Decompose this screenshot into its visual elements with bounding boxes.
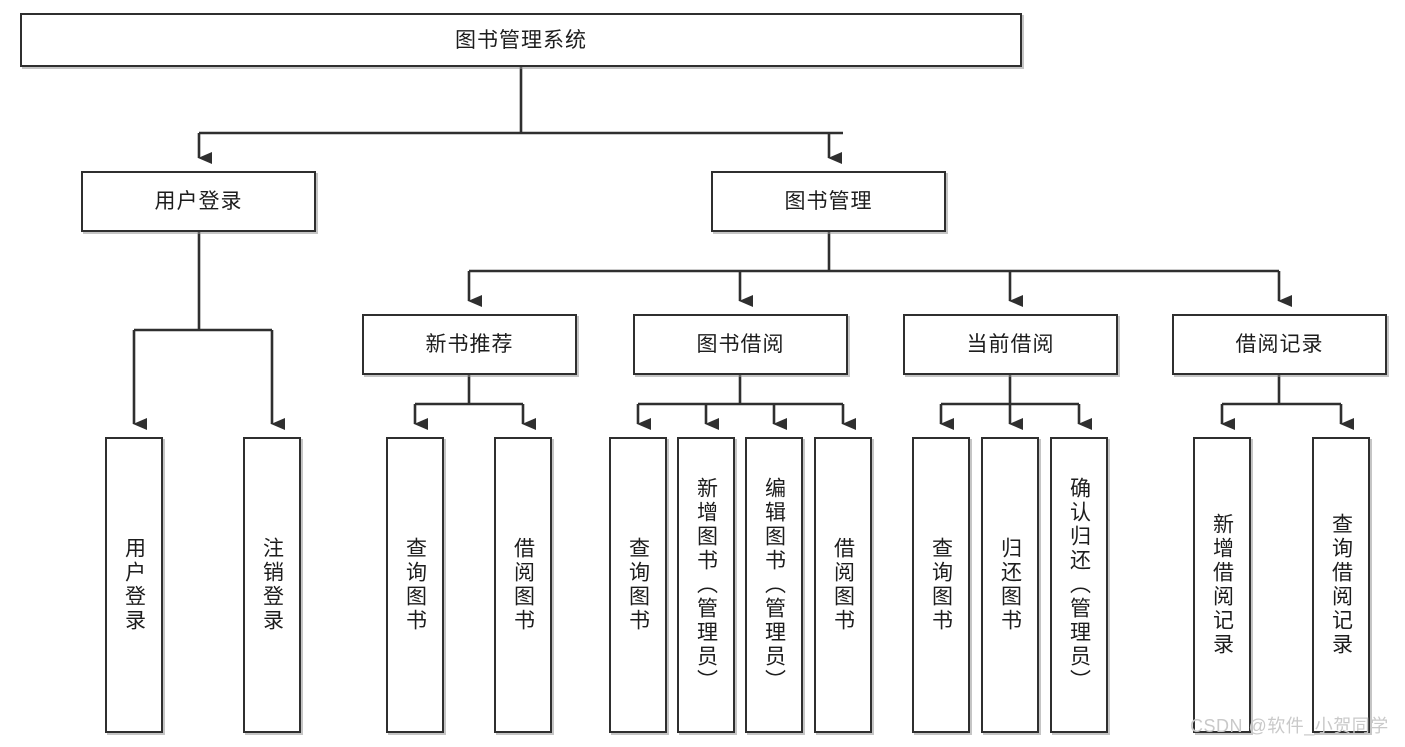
leaf-query-book-b[interactable]: 查询图书 (609, 437, 667, 733)
node-user-login-label: 用户登录 (154, 190, 243, 213)
node-book-manage[interactable]: 图书管理 (711, 171, 946, 232)
leaf-edit-book-label: 编辑图书（管理员） (762, 477, 786, 693)
leaf-confirm-return[interactable]: 确认归还（管理员） (1050, 437, 1108, 733)
node-book-borrow[interactable]: 图书借阅 (633, 314, 848, 375)
leaf-borrow-book-b[interactable]: 借阅图书 (814, 437, 872, 733)
node-borrow-record[interactable]: 借阅记录 (1172, 314, 1387, 375)
leaf-return-book-label: 归还图书 (998, 537, 1022, 633)
node-current-borrow-label: 当前借阅 (966, 333, 1055, 356)
leaf-confirm-return-label: 确认归还（管理员） (1067, 477, 1091, 693)
leaf-borrow-book-b-label: 借阅图书 (831, 537, 855, 633)
leaf-logout[interactable]: 注销登录 (243, 437, 301, 733)
node-root-label: 图书管理系统 (455, 28, 587, 52)
leaf-add-book-label: 新增图书（管理员） (694, 477, 718, 693)
node-new-book-rec-label: 新书推荐 (425, 333, 514, 356)
node-current-borrow[interactable]: 当前借阅 (903, 314, 1118, 375)
leaf-add-record-label: 新增借阅记录 (1210, 513, 1234, 657)
leaf-query-book-a-label: 查询图书 (403, 537, 427, 633)
node-new-book-rec[interactable]: 新书推荐 (362, 314, 577, 375)
leaf-query-book-c[interactable]: 查询图书 (912, 437, 970, 733)
node-root[interactable]: 图书管理系统 (20, 13, 1022, 67)
leaf-borrow-book-a-label: 借阅图书 (511, 537, 535, 633)
leaf-logout-label: 注销登录 (260, 537, 284, 633)
leaf-query-book-b-label: 查询图书 (626, 537, 650, 633)
leaf-borrow-book-a[interactable]: 借阅图书 (494, 437, 552, 733)
leaf-add-book[interactable]: 新增图书（管理员） (677, 437, 735, 733)
leaf-query-book-c-label: 查询图书 (929, 537, 953, 633)
leaf-edit-book[interactable]: 编辑图书（管理员） (745, 437, 803, 733)
leaf-user-login-label: 用户登录 (122, 537, 146, 633)
leaf-return-book[interactable]: 归还图书 (981, 437, 1039, 733)
leaf-user-login[interactable]: 用户登录 (105, 437, 163, 733)
leaf-query-record[interactable]: 查询借阅记录 (1312, 437, 1370, 733)
node-user-login[interactable]: 用户登录 (81, 171, 316, 232)
leaf-add-record[interactable]: 新增借阅记录 (1193, 437, 1251, 733)
node-borrow-record-label: 借阅记录 (1235, 333, 1324, 356)
node-book-manage-label: 图书管理 (784, 190, 873, 213)
node-book-borrow-label: 图书借阅 (696, 333, 785, 356)
leaf-query-book-a[interactable]: 查询图书 (386, 437, 444, 733)
leaf-query-record-label: 查询借阅记录 (1329, 513, 1353, 657)
